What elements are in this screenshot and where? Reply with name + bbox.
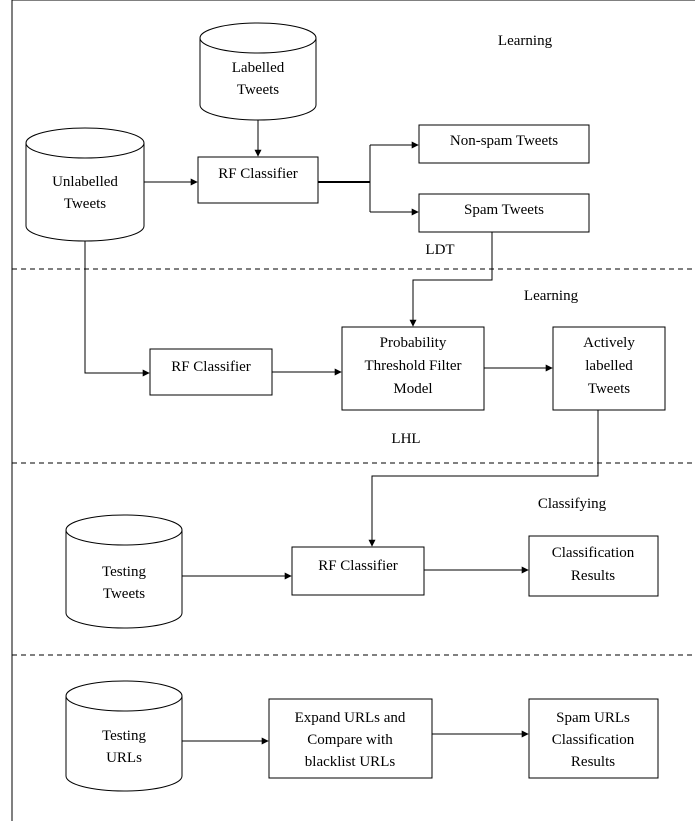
actively-labelled-label: labelled <box>585 358 633 374</box>
labelled-tweets-label: Labelled <box>232 60 285 76</box>
unlabelled-tweets-label: Unlabelled <box>52 174 118 190</box>
actively-labelled-tweets-box: Actively labelled Tweets <box>552 326 666 411</box>
testing-tweets-database: Testing Tweets <box>65 514 183 629</box>
rf-classifier-box: RF Classifier <box>197 156 319 204</box>
outer-frame <box>11 0 695 821</box>
non-spam-tweets-label: Non-spam Tweets <box>450 133 558 149</box>
unlabelled-tweets-database: Unlabelled Tweets <box>25 127 145 242</box>
classification-results-box: Classification Results <box>528 535 659 597</box>
rf-classifier-label: RF Classifier <box>171 359 251 375</box>
section-label-lhl: LHL <box>391 431 420 447</box>
probability-threshold-filter-box: Probability Threshold Filter Model <box>341 326 485 411</box>
arrow-connector <box>368 410 599 547</box>
actively-labelled-label: Tweets <box>588 381 630 397</box>
arrow-connector <box>409 232 493 327</box>
spam-urls-results-label: Results <box>571 754 615 770</box>
section-label-ldt: LDT <box>425 242 454 258</box>
rf-classifier-box: RF Classifier <box>149 348 273 396</box>
probability-filter-label: Threshold Filter <box>364 358 461 374</box>
probability-filter-label: Model <box>393 381 432 397</box>
testing-urls-label: Testing <box>102 728 146 744</box>
section-label-learning: Learning <box>498 33 553 49</box>
spam-urls-results-label: Classification <box>552 732 635 748</box>
spam-urls-results-label: Spam URLs <box>556 710 630 726</box>
arrow-connector <box>84 241 150 377</box>
testing-urls-label: URLs <box>106 750 142 766</box>
expand-urls-box: Expand URLs and Compare with blacklist U… <box>268 698 433 779</box>
testing-urls-database: Testing URLs <box>65 680 183 792</box>
labelled-tweets-label: Tweets <box>237 82 279 98</box>
expand-urls-label: Compare with <box>307 732 393 748</box>
spam-tweets-box: Spam Tweets <box>418 193 590 233</box>
non-spam-tweets-box: Non-spam Tweets <box>418 124 590 164</box>
expand-urls-label: Expand URLs and <box>295 710 406 726</box>
spam-urls-results-box: Spam URLs Classification Results <box>528 698 659 779</box>
rf-classifier-label: RF Classifier <box>318 558 398 574</box>
spam-tweets-label: Spam Tweets <box>464 202 544 218</box>
testing-tweets-label: Tweets <box>103 586 145 602</box>
labelled-tweets-database: Labelled Tweets <box>199 22 317 121</box>
section-label-classifying: Classifying <box>538 496 607 512</box>
expand-urls-label: blacklist URLs <box>305 754 396 770</box>
classification-results-label: Results <box>571 568 615 584</box>
rf-classifier-label: RF Classifier <box>218 166 298 182</box>
probability-filter-label: Probability <box>380 335 447 351</box>
rf-classifier-box: RF Classifier <box>291 546 425 596</box>
actively-labelled-label: Actively <box>583 335 635 351</box>
unlabelled-tweets-label: Tweets <box>64 196 106 212</box>
classification-results-label: Classification <box>552 545 635 561</box>
section-label-learning: Learning <box>524 288 579 304</box>
testing-tweets-label: Testing <box>102 564 146 580</box>
